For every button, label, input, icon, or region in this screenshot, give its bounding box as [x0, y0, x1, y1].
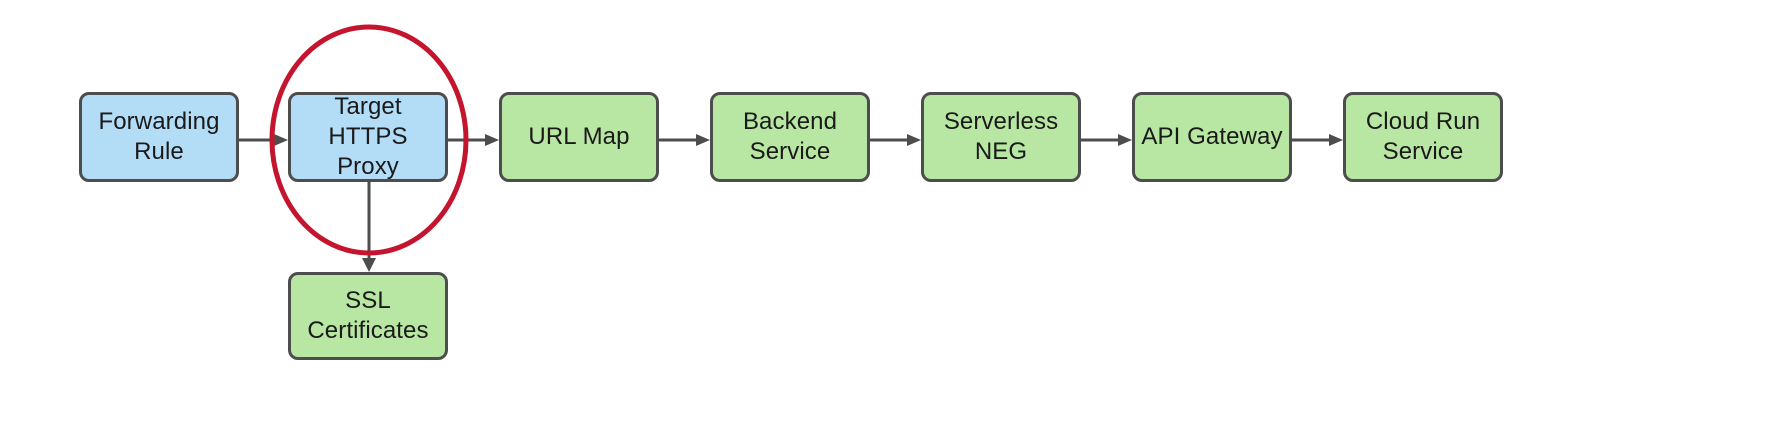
node-label-ssl-certificates: SSL Certificates [307, 287, 429, 344]
node-forwarding-rule[interactable]: Forwarding Rule [79, 92, 239, 182]
edge-api-gateway-to-cloud-run-service [1292, 134, 1343, 146]
node-target-https-proxy[interactable]: Target HTTPS Proxy [288, 92, 448, 182]
node-label-target-https-proxy: Target HTTPS Proxy [328, 93, 408, 180]
node-url-map[interactable]: URL Map [499, 92, 659, 182]
edge-target-https-proxy-to-ssl-certificates [362, 182, 376, 272]
node-label-url-map: URL Map [528, 123, 630, 150]
node-label-cloud-run-service: Cloud Run Service [1365, 108, 1481, 165]
node-backend-service[interactable]: Backend Service [710, 92, 870, 182]
node-api-gateway[interactable]: API Gateway [1132, 92, 1292, 182]
node-label-forwarding-rule: Forwarding Rule [98, 108, 220, 165]
node-serverless-neg[interactable]: Serverless NEG [921, 92, 1081, 182]
node-label-serverless-neg: Serverless NEG [943, 108, 1059, 165]
edge-serverless-neg-to-api-gateway [1081, 134, 1132, 146]
node-cloud-run-service[interactable]: Cloud Run Service [1343, 92, 1503, 182]
edge-backend-service-to-serverless-neg [870, 134, 921, 146]
node-label-api-gateway: API Gateway [1141, 123, 1283, 150]
edge-forwarding-rule-to-target-https-proxy [239, 134, 288, 146]
edge-target-https-proxy-to-url-map [448, 134, 499, 146]
node-label-backend-service: Backend Service [742, 108, 838, 165]
edge-url-map-to-backend-service [659, 134, 710, 146]
node-ssl-certificates[interactable]: SSL Certificates [288, 272, 448, 360]
